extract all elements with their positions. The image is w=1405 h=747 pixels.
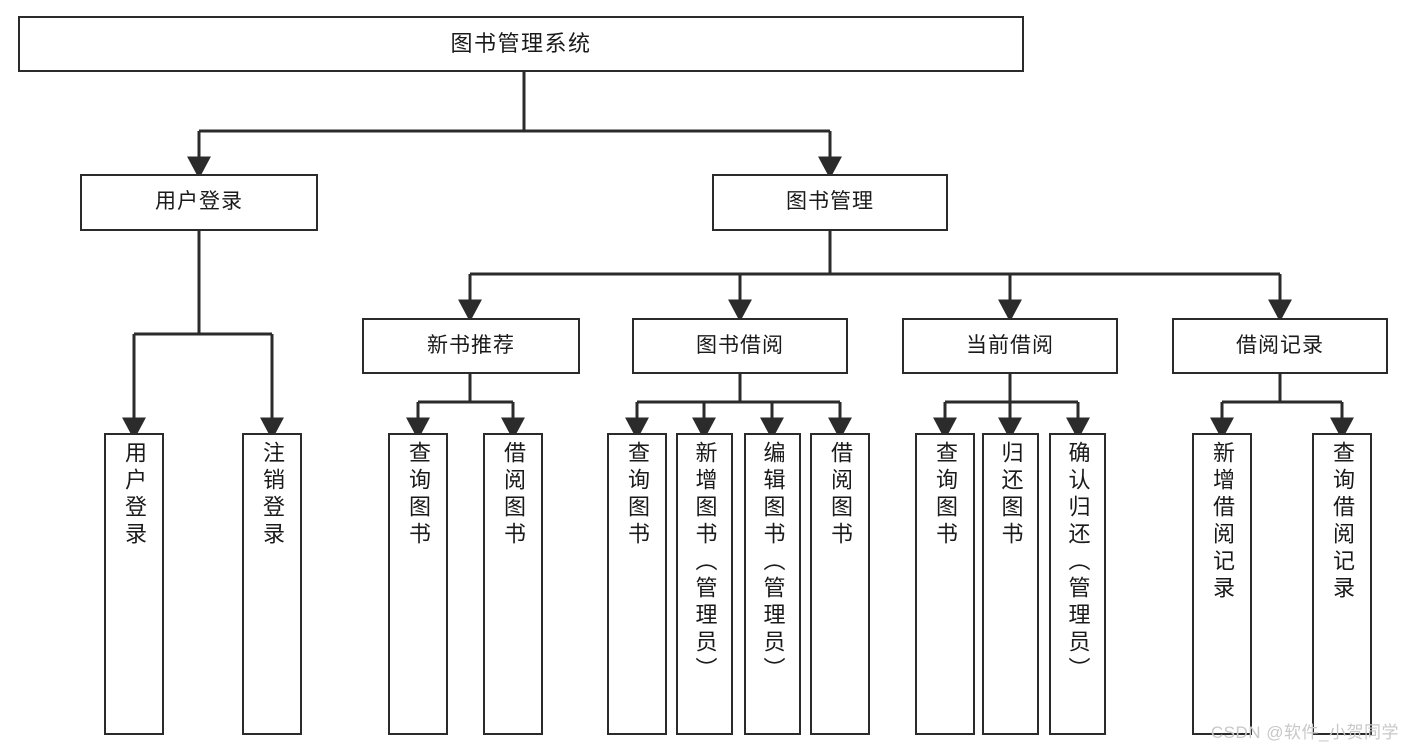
node-label: 注销登录	[260, 441, 285, 549]
node-user-login[interactable]: 用户登录	[80, 174, 318, 231]
node-label: 借阅记录	[1236, 333, 1324, 357]
node-label: 查询图书	[406, 441, 431, 549]
leaf-query-book-borrow[interactable]: 查询图书	[607, 433, 667, 735]
leaf-borrow-book-borrow[interactable]: 借阅图书	[810, 433, 870, 735]
node-book-borrow[interactable]: 图书借阅	[632, 318, 848, 374]
leaf-user-login[interactable]: 用户登录	[104, 433, 164, 735]
node-label: 用户登录	[122, 441, 147, 549]
node-current-borrow[interactable]: 当前借阅	[902, 318, 1118, 374]
leaf-logout-login[interactable]: 注销登录	[242, 433, 302, 735]
node-book-manage[interactable]: 图书管理	[712, 174, 948, 231]
node-borrow-record[interactable]: 借阅记录	[1172, 318, 1388, 374]
node-label: 用户登录	[155, 190, 243, 214]
leaf-edit-book-admin[interactable]: 编辑图书（管理员）	[744, 433, 801, 735]
leaf-add-borrow-record[interactable]: 新增借阅记录	[1192, 433, 1252, 735]
node-label: 查询图书	[933, 441, 958, 549]
leaf-borrow-book-recommendation[interactable]: 借阅图书	[483, 433, 543, 735]
node-root-system[interactable]: 图书管理系统	[18, 16, 1024, 72]
leaf-confirm-return-admin[interactable]: 确认归还（管理员）	[1049, 433, 1106, 735]
node-label: 新增图书（管理员）	[692, 441, 718, 684]
node-new-book-recommendation[interactable]: 新书推荐	[362, 318, 580, 374]
node-label: 借阅图书	[828, 441, 853, 549]
leaf-query-book-current[interactable]: 查询图书	[915, 433, 975, 735]
leaf-add-book-admin[interactable]: 新增图书（管理员）	[676, 433, 733, 735]
node-label: 图书管理	[786, 190, 874, 214]
node-label: 确认归还（管理员）	[1065, 441, 1091, 684]
leaf-return-book[interactable]: 归还图书	[982, 433, 1039, 735]
node-label: 图书管理系统	[450, 30, 592, 56]
node-label: 查询借阅记录	[1330, 441, 1355, 603]
node-label: 图书借阅	[696, 333, 784, 357]
node-label: 归还图书	[998, 441, 1024, 549]
node-label: 新书推荐	[427, 333, 515, 357]
leaf-query-book-recommendation[interactable]: 查询图书	[388, 433, 448, 735]
leaf-query-borrow-record[interactable]: 查询借阅记录	[1312, 433, 1372, 735]
node-label: 新增借阅记录	[1210, 441, 1235, 603]
csdn-watermark: CSDN @软件_小贺同学	[1210, 723, 1399, 742]
node-label: 借阅图书	[501, 441, 526, 549]
node-label: 编辑图书（管理员）	[760, 441, 786, 684]
node-label: 当前借阅	[966, 333, 1054, 357]
node-label: 查询图书	[625, 441, 650, 549]
